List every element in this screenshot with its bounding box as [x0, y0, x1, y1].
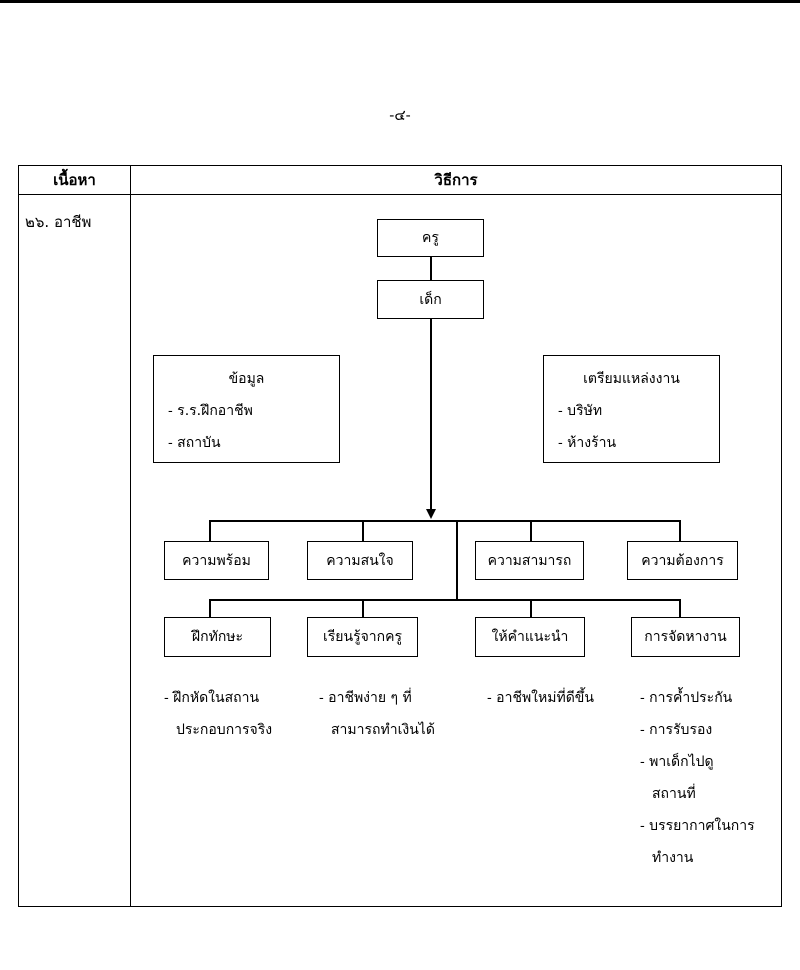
- page-number: -๔-: [389, 106, 411, 124]
- hline-row1: [209, 520, 680, 522]
- info-item-2: - สถาบัน: [168, 435, 221, 451]
- info-item-1: - ร.ร.ฝึกอาชีพ: [168, 403, 253, 419]
- child-box: เด็ก: [377, 280, 484, 319]
- note-line: - บรรยากาศในการ: [640, 818, 755, 834]
- notes-col4: - การค้ำประกัน - การรับรอง - พาเด็กไปดู …: [640, 682, 755, 874]
- note-line: ประกอบการจริง: [176, 722, 273, 738]
- hline-row2: [209, 599, 680, 601]
- line-child-down: [430, 318, 432, 510]
- notes-col1: - ฝึกหัดในสถาน ประกอบการจริง: [164, 682, 272, 746]
- info-box-title: ข้อมูล: [228, 371, 265, 387]
- note-line: - อาชีพใหม่ที่ดีขึ้น: [487, 690, 594, 706]
- topic-label: ๒๖. อาชีพ: [25, 213, 92, 231]
- ability-box: ความสามารถ: [475, 541, 584, 580]
- note-line: ทำงาน: [652, 850, 694, 866]
- drop-r2-1: [209, 599, 211, 618]
- jobs-item-1: - บริษัท: [558, 403, 603, 419]
- jobs-box: เตรียมแหล่งงาน - บริษัท - ห้างร้าน: [543, 355, 720, 463]
- note-line: - ฝึกหัดในสถาน: [164, 690, 260, 706]
- jobs-item-2: - ห้างร้าน: [558, 435, 617, 451]
- drop-r2-4: [679, 599, 681, 618]
- drop-r1-4: [679, 520, 681, 542]
- drop-r2-2: [362, 599, 364, 618]
- teacher-box: ครู: [377, 219, 484, 257]
- line-teacher-child: [430, 256, 432, 280]
- note-line: - อาชีพง่าย ๆ ที่: [319, 690, 412, 706]
- note-line: - พาเด็กไปดู: [640, 754, 714, 770]
- drop-r1-2: [362, 520, 364, 542]
- header-divider: [19, 194, 781, 195]
- advice-box: ให้คำแนะนำ: [475, 617, 585, 657]
- note-line: - การค้ำประกัน: [640, 690, 733, 706]
- notes-col2: - อาชีพง่าย ๆ ที่ สามารถทำเงินได้: [319, 682, 435, 746]
- drop-r2-3: [530, 599, 532, 618]
- content-table: เนื้อหา วิธีการ ๒๖. อาชีพ: [18, 165, 782, 907]
- notes-col3: - อาชีพใหม่ที่ดีขึ้น: [487, 682, 594, 714]
- job-placement-box: การจัดหางาน: [631, 617, 740, 657]
- drop-r1-1: [209, 520, 211, 542]
- center-connector: [456, 520, 458, 600]
- note-line: สถานที่: [652, 786, 696, 802]
- info-box: ข้อมูล - ร.ร.ฝึกอาชีพ - สถาบัน: [153, 355, 340, 463]
- jobs-box-title: เตรียมแหล่งงาน: [583, 371, 680, 387]
- top-rule: [0, 0, 800, 3]
- column-divider: [130, 166, 131, 906]
- arrow-down-icon: [426, 509, 436, 519]
- drop-r1-3: [530, 520, 532, 542]
- header-method: วิธีการ: [434, 171, 478, 189]
- interest-box: ความสนใจ: [307, 541, 413, 580]
- skill-practice-box: ฝึกทักษะ: [164, 617, 271, 657]
- note-line: - การรับรอง: [640, 722, 713, 738]
- learn-from-teacher-box: เรียนรู้จากครู: [307, 617, 418, 657]
- header-topic: เนื้อหา: [53, 171, 96, 189]
- readiness-box: ความพร้อม: [164, 541, 269, 580]
- need-box: ความต้องการ: [627, 541, 738, 580]
- note-line: สามารถทำเงินได้: [331, 722, 435, 738]
